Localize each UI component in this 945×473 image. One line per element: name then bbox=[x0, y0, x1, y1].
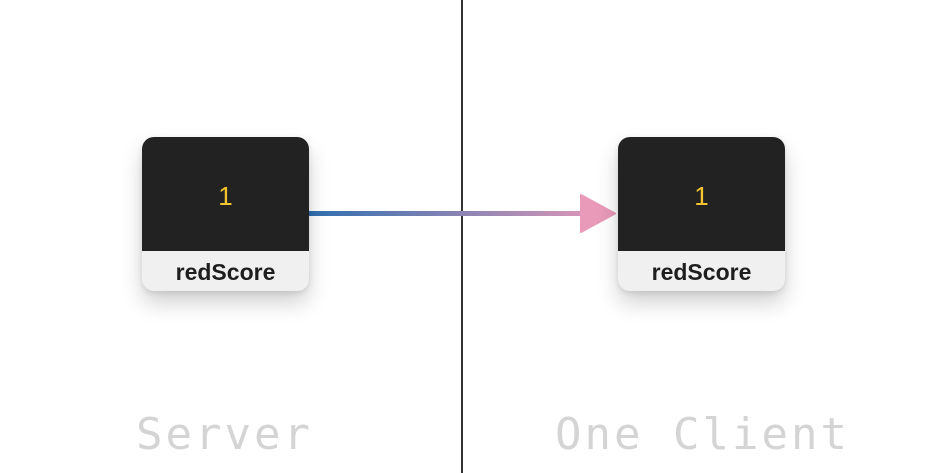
server-section-label: Server bbox=[136, 409, 313, 460]
server-variable-value: 1 bbox=[218, 181, 233, 211]
divider-line bbox=[461, 0, 463, 473]
client-variable-card: 1 redScore bbox=[618, 137, 785, 291]
arrow-head bbox=[580, 194, 616, 233]
client-variable-value: 1 bbox=[694, 181, 709, 211]
client-variable-name: redScore bbox=[651, 258, 752, 285]
client-variable-value-area: 1 bbox=[618, 137, 785, 251]
server-variable-name: redScore bbox=[175, 258, 276, 285]
client-section-label: One Client bbox=[555, 409, 850, 460]
client-variable-label-area: redScore bbox=[618, 251, 785, 291]
server-variable-label-area: redScore bbox=[142, 251, 309, 291]
server-variable-card: 1 redScore bbox=[142, 137, 309, 291]
server-variable-value-area: 1 bbox=[142, 137, 309, 251]
